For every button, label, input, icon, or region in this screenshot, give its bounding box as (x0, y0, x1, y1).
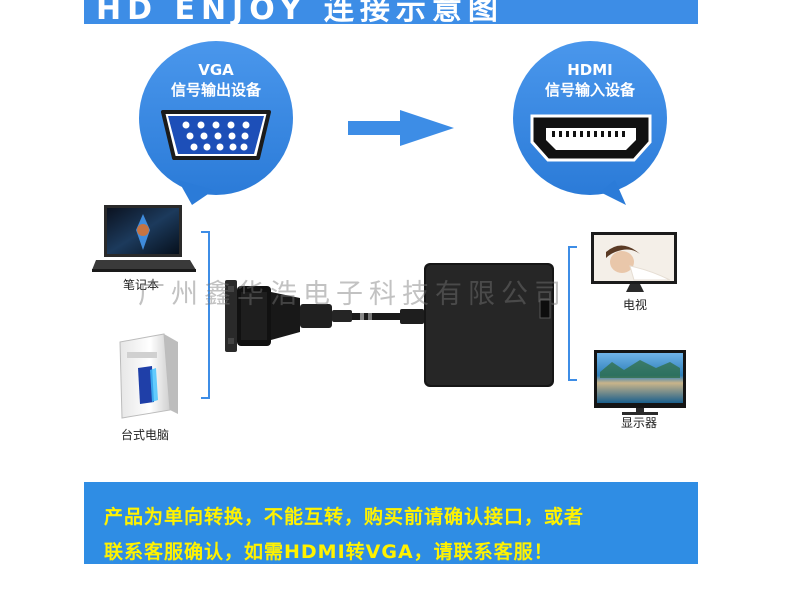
laptop-image (92, 205, 196, 272)
laptop-label: 笔记本 (123, 278, 160, 292)
arrow-right-icon (348, 110, 454, 146)
target-type: HDMI (567, 61, 613, 79)
hdmi-bubble (513, 41, 667, 205)
source-type: VGA (198, 61, 234, 79)
tv-label: 电视 (623, 298, 648, 312)
desktop-label: 台式电脑 (121, 428, 170, 442)
target-desc: 信号输入设备 (544, 81, 635, 99)
vga-bubble (139, 41, 293, 205)
source-label: VGA 信号输出设备 (141, 60, 291, 100)
watermark-text: 广州鑫华浩电子科技有限公司 (138, 279, 567, 310)
hdmi-port-icon (530, 114, 652, 162)
vga-port-icon (161, 110, 271, 160)
tv-image (591, 232, 677, 292)
right-bracket (568, 246, 577, 381)
monitor-label: 显示器 (621, 416, 658, 430)
banner-title: HD ENJOY 连接示意图 (96, 0, 504, 24)
source-desc: 信号输出设备 (170, 81, 261, 99)
monitor-image (594, 350, 686, 415)
desktop-image (119, 333, 178, 419)
target-label: HDMI 信号输入设备 (515, 60, 665, 100)
top-banner: HD ENJOY 连接示意图 (84, 0, 698, 24)
left-bracket (201, 231, 210, 399)
notice-line-2: 联系客服确认，如需HDMI转VGA，请联系客服！ (104, 541, 554, 563)
notice-banner: 产品为单向转换，不能互转，购买前请确认接口，或者 联系客服确认，如需HDMI转V… (84, 482, 698, 564)
vga-to-hdmi-adapter (225, 263, 554, 387)
notice-line-1: 产品为单向转换，不能互转，购买前请确认接口，或者 (104, 506, 585, 528)
